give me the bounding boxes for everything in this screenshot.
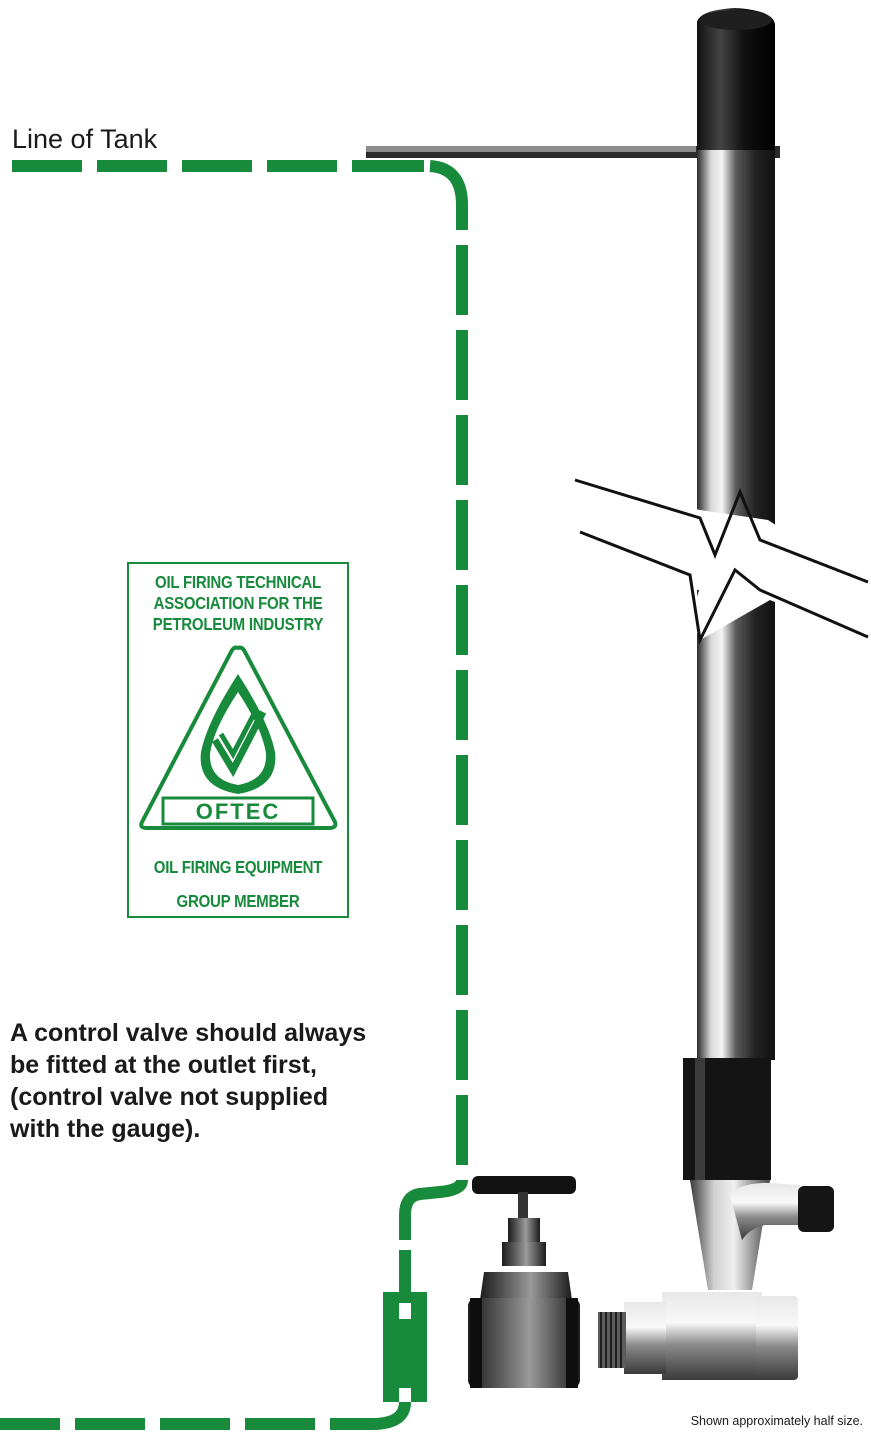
gauge-cap — [697, 8, 775, 150]
tank-line-jog — [399, 1179, 468, 1240]
note-line: (control valve not supplied — [10, 1083, 329, 1111]
control-valve-note: A control valve should always be fitted … — [10, 1017, 440, 1145]
logo-header: OIL FIRING TECHNICAL ASSOCIATION FOR THE… — [144, 572, 331, 635]
logo-wordmark: OFTEC — [196, 799, 281, 824]
logo-header-line: ASSOCIATION FOR THE — [153, 593, 323, 613]
note-line: with the gauge). — [10, 1115, 201, 1143]
logo-header-line: PETROLEUM INDUSTRY — [152, 614, 324, 634]
note-line: be fitted at the outlet first, — [10, 1051, 317, 1079]
note-line: A control valve should always — [10, 1019, 367, 1047]
tank-line-bottom — [0, 1401, 411, 1430]
logo-footer-line: GROUP MEMBER — [176, 891, 300, 911]
scale-caption: Shown approximately half size. — [690, 1414, 863, 1428]
gauge-rod-upper — [697, 150, 775, 530]
tank-line-corner — [429, 160, 468, 230]
oftec-emblem-icon: OFTEC — [139, 645, 338, 830]
gauge-rod-lower — [697, 590, 775, 1060]
union-body — [662, 1292, 762, 1380]
break-symbol — [574, 478, 869, 645]
logo-footer: OIL FIRING EQUIPMENT GROUP MEMBER — [144, 850, 331, 918]
tank-line-label: Line of Tank — [12, 124, 158, 154]
oftec-logo: OIL FIRING TECHNICAL ASSOCIATION FOR THE… — [127, 562, 349, 918]
logo-header-line: OIL FIRING TECHNICAL — [155, 572, 321, 592]
side-fitting — [730, 1182, 800, 1240]
control-valve — [468, 1176, 580, 1388]
logo-footer-line: OIL FIRING EQUIPMENT — [153, 857, 323, 877]
